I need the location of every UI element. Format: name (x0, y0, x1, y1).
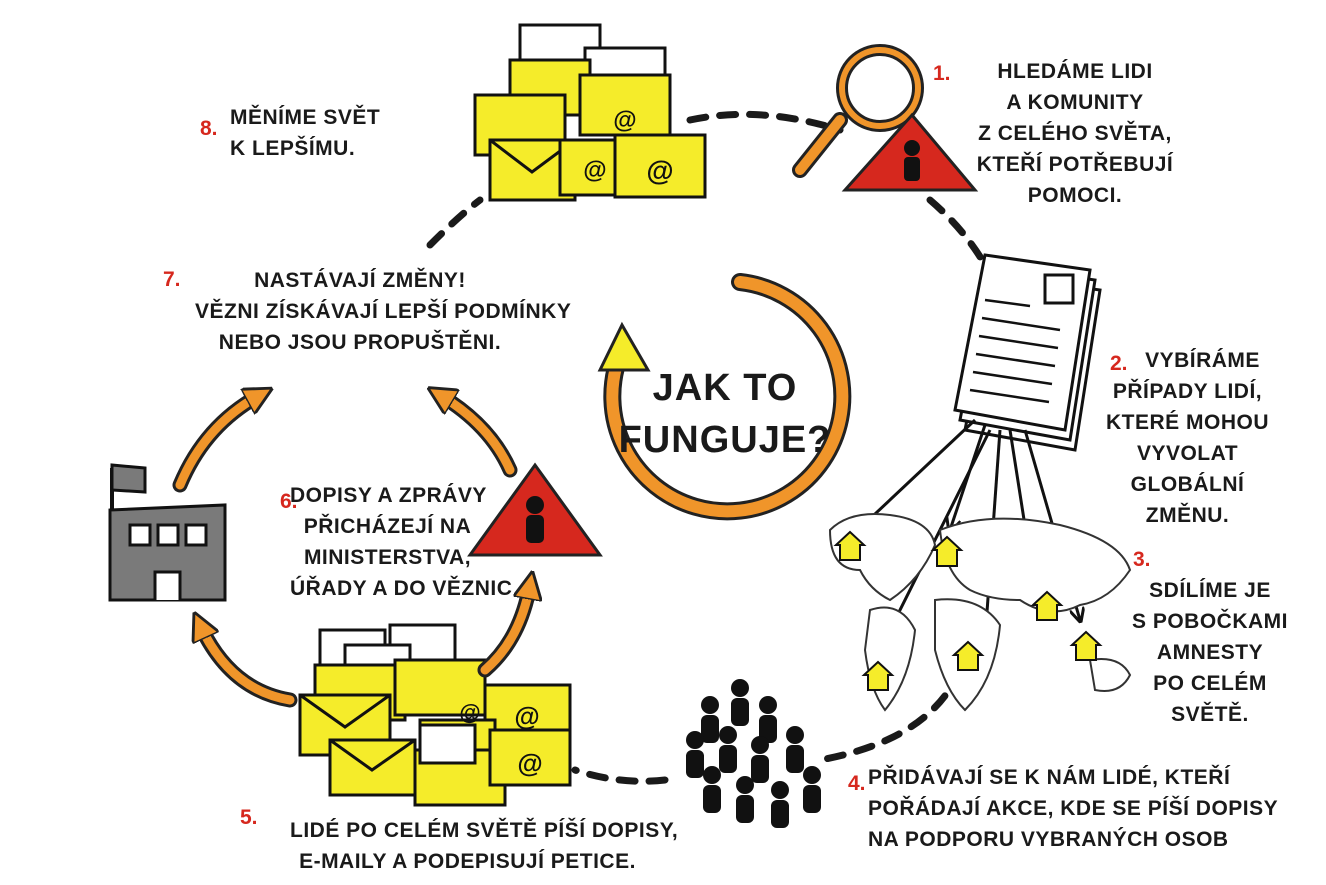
warning-person-icon-2 (467, 462, 603, 557)
step-2-line: GLOBÁLNÍ (1130, 473, 1245, 496)
svg-text:@: @ (459, 700, 480, 725)
step-1-line: HLEDÁME LIDI (997, 60, 1153, 83)
svg-text:@: @ (517, 748, 542, 778)
crowd-of-people-icon (686, 679, 821, 828)
step-1-text: HLEDÁME LIDI A KOMUNITY Z CELÉHO SVĚTA, … (975, 56, 1175, 211)
step-2-line: KTERÉ MOHOU (1106, 411, 1269, 434)
step-3-line: AMNESTY (1156, 641, 1264, 664)
step-7-line: NASTÁVAJÍ ZMĚNY! (254, 269, 466, 292)
step-4-line: NA PODPORU VYBRANÝCH OSOB (868, 828, 1229, 851)
center-title-line-2: FUNGUJE? (618, 419, 832, 461)
step-5-number: 5. (240, 806, 258, 829)
step-6-line: PŘICHÁZEJÍ NA (303, 515, 472, 538)
step-6-number: 6. (280, 490, 298, 513)
step-6-text: DOPISY A ZPRÁVY PŘICHÁZEJÍ NA MINISTERST… (290, 480, 513, 604)
step-2-line: PŘÍPADY LIDÍ, (1112, 380, 1263, 403)
step-5-text: LIDÉ PO CELÉM SVĚTĚ PÍŠÍ DOPISY, E-MAILY… (290, 815, 679, 877)
step-2-line: VYBÍRÁME (1145, 349, 1260, 372)
step-8-text: MĚNÍME SVĚT K LEPŠÍMU. (230, 102, 380, 164)
svg-text:@: @ (646, 155, 673, 186)
central-cycle-arrow (597, 273, 852, 521)
step-3-line: PO CELÉM (1153, 672, 1267, 695)
step-2-number: 2. (1110, 352, 1128, 375)
step-2-text: VYBÍRÁME PŘÍPADY LIDÍ, KTERÉ MOHOU VYVOL… (1100, 345, 1275, 531)
step-4-text: PŘIDÁVAJÍ SE K NÁM LIDÉ, KTEŘÍ POŘÁDAJÍ … (868, 762, 1279, 855)
center-title-line-1: JAK TO (652, 367, 798, 409)
step-7-line: NEBO JSOU PROPUŠTĚNI. (218, 331, 502, 354)
step-3-line: S POBOČKAMI (1131, 610, 1288, 633)
step-3-line: SVĚTĚ. (1171, 703, 1249, 726)
step-6-line: ÚŘADY A DO VĚZNIC (290, 577, 513, 600)
step-7-line: VĚZNI ZÍSKÁVAJÍ LEPŠÍ PODMÍNKY (195, 300, 572, 323)
step-1-line: POMOCI. (1027, 184, 1123, 207)
step-1-line: Z CELÉHO SVĚTA, (978, 122, 1172, 145)
step-2-line: VYVOLAT (1136, 442, 1239, 465)
svg-text:@: @ (514, 701, 539, 731)
step-3-number: 3. (1133, 548, 1151, 571)
center-title: JAK TO FUNGUJE? (610, 362, 840, 466)
step-5-line: LIDÉ PO CELÉM SVĚTĚ PÍŠÍ DOPISY, (290, 819, 679, 842)
envelopes-pile-bottom: @ @ @ (298, 623, 572, 807)
step-5-line: E-MAILY A PODEPISUJÍ PETICE. (299, 850, 636, 873)
step-3-line: SDÍLÍME JE (1149, 579, 1271, 602)
magnifier-icon (792, 44, 924, 178)
step-1-line: KTEŘÍ POTŘEBUJÍ (976, 153, 1174, 176)
warning-person-icon (841, 112, 979, 192)
step-8-line: K LEPŠÍMU. (230, 137, 356, 160)
step-6-line: MINISTERSTVA, (303, 546, 472, 569)
svg-text:@: @ (613, 107, 636, 134)
step-3-text: SDÍLÍME JE S POBOČKAMI AMNESTY PO CELÉM … (1130, 575, 1290, 730)
step-8-number: 8. (200, 117, 218, 140)
envelopes-pile-top: @ @ @ (473, 23, 707, 202)
government-building-icon (108, 463, 227, 602)
step-8-line: MĚNÍME SVĚT (230, 106, 381, 129)
step-7-number: 7. (163, 268, 181, 291)
step-6-line: DOPISY A ZPRÁVY (290, 484, 487, 507)
step-4-line: PŘIDÁVAJÍ SE K NÁM LIDÉ, KTEŘÍ (868, 766, 1231, 789)
svg-text:@: @ (583, 157, 606, 184)
world-map-icon (828, 513, 1132, 712)
step-2-line: ZMĚNU. (1145, 504, 1230, 527)
branch-house-icons (833, 530, 1103, 691)
step-1-line: A KOMUNITY (1006, 91, 1144, 114)
step-1-number: 1. (933, 62, 951, 85)
step-4-line: POŘÁDAJÍ AKCE, KDE SE PÍŠÍ DOPISY (868, 797, 1279, 820)
step-4-number: 4. (848, 772, 866, 795)
documents-stack-icon (953, 253, 1102, 452)
orange-flow-arrows (172, 395, 530, 708)
step-7-text: NASTÁVAJÍ ZMĚNY! VĚZNI ZÍSKÁVAJÍ LEPŠÍ P… (195, 265, 572, 358)
